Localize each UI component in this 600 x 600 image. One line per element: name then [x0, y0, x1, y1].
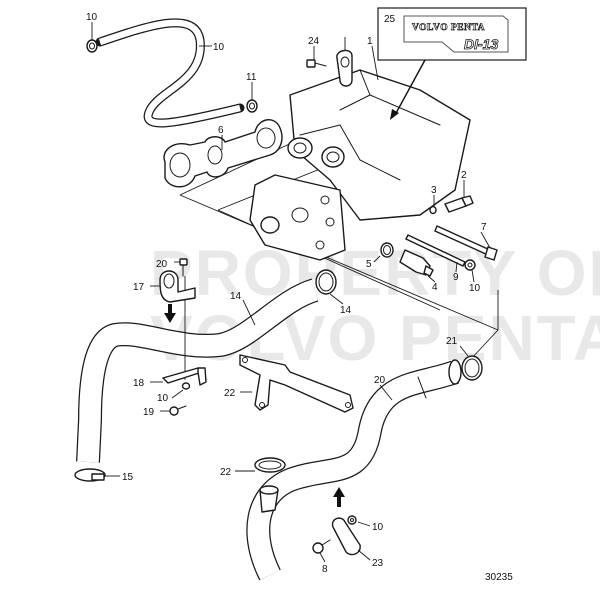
thermostat-housing[interactable]	[249, 174, 346, 261]
callout-22: 23	[372, 558, 384, 569]
bracket-21[interactable]	[239, 354, 354, 413]
callout-15: 17	[133, 282, 145, 293]
callout-12: 10	[86, 12, 98, 23]
callout-25: 25	[384, 14, 396, 25]
callout-19: 20	[374, 375, 386, 386]
callout-10: 10	[372, 522, 384, 533]
hose-clamp-12-top[interactable]	[86, 39, 98, 53]
callout-11: 10	[213, 42, 225, 53]
guide-line	[469, 329, 499, 361]
hose-clamp-12-mid[interactable]	[246, 99, 258, 113]
callout-8: 8	[322, 564, 328, 575]
lifting-eye-24[interactable]	[336, 49, 353, 87]
coolant-pipe-19[interactable]	[246, 359, 462, 581]
gasket-6[interactable]	[163, 119, 283, 188]
callout-3: 3	[431, 185, 437, 196]
hose-11[interactable]	[95, 18, 245, 128]
rubber-bushing-15[interactable]	[159, 270, 196, 303]
bolt-17[interactable]	[169, 405, 187, 416]
callout-12: 11	[246, 72, 257, 83]
hose-clamp-20-lower[interactable]	[254, 457, 286, 473]
hose-clamp-14-upper[interactable]	[315, 269, 337, 295]
sensor-2[interactable]	[444, 195, 474, 213]
bracket-16[interactable]	[162, 367, 207, 386]
sealing-ring-5[interactable]	[380, 242, 394, 258]
callout-10: 10	[469, 283, 481, 294]
callout-1: 1	[367, 36, 373, 47]
callout-17: 19	[143, 407, 155, 418]
callout-23: 24	[308, 36, 320, 47]
guide-line	[179, 194, 499, 331]
bolt-8[interactable]	[312, 539, 331, 554]
engine-cover-housing-1[interactable]	[287, 69, 471, 221]
watermark-line-1: PROPERTY OF	[150, 237, 600, 309]
hose-clamp-14-lower[interactable]	[74, 468, 106, 482]
nut-10-left[interactable]	[181, 382, 191, 390]
pipe-stub	[259, 485, 279, 513]
assembly-arrow-down-icon	[164, 304, 176, 323]
callout-13: 14	[230, 291, 242, 302]
callout-10: 10	[157, 393, 169, 404]
coolant-hose-13[interactable]	[76, 278, 319, 463]
nut-10-right[interactable]	[464, 259, 476, 271]
model-badge-callout: 25 VOLVO PENTA DI-13	[377, 7, 527, 120]
hose-clamp-20-upper[interactable]	[461, 355, 483, 381]
bolt-23[interactable]	[306, 59, 327, 68]
callout-9: 9	[453, 272, 459, 283]
callout-20: 21	[446, 336, 458, 347]
badge-model: DI-13	[464, 36, 498, 52]
callout-14: 15	[122, 472, 134, 483]
stud-9[interactable]	[405, 234, 466, 267]
callout-14: 14	[340, 305, 352, 316]
badge-brand: VOLVO PENTA	[412, 23, 485, 33]
callout-7: 7	[481, 222, 487, 233]
watermark: PROPERTY OF VOLVO PENTA	[150, 237, 600, 374]
temperature-sensor-4[interactable]	[399, 249, 434, 277]
callout-2: 2	[461, 170, 467, 181]
clamp-22[interactable]	[331, 517, 361, 556]
callout-21: 22	[224, 388, 236, 399]
assembly-arrow-up-icon	[333, 487, 345, 507]
washer-3[interactable]	[429, 205, 437, 215]
bolt-7[interactable]	[434, 225, 498, 261]
callout-labels: 10 10 11 6 24 1 2 3 7 9 10 4 5 14 20 17 …	[86, 12, 487, 575]
callout-18: 20	[156, 259, 168, 270]
callout-6: 6	[218, 125, 224, 136]
leader-lines	[91, 22, 491, 563]
callout-16: 18	[133, 378, 145, 389]
nut-10-bottom[interactable]	[347, 515, 357, 525]
callout-5: 5	[366, 259, 372, 270]
callout-20: 22	[220, 467, 232, 478]
figure-number: 30235	[485, 572, 513, 583]
callout-4: 4	[432, 282, 438, 293]
